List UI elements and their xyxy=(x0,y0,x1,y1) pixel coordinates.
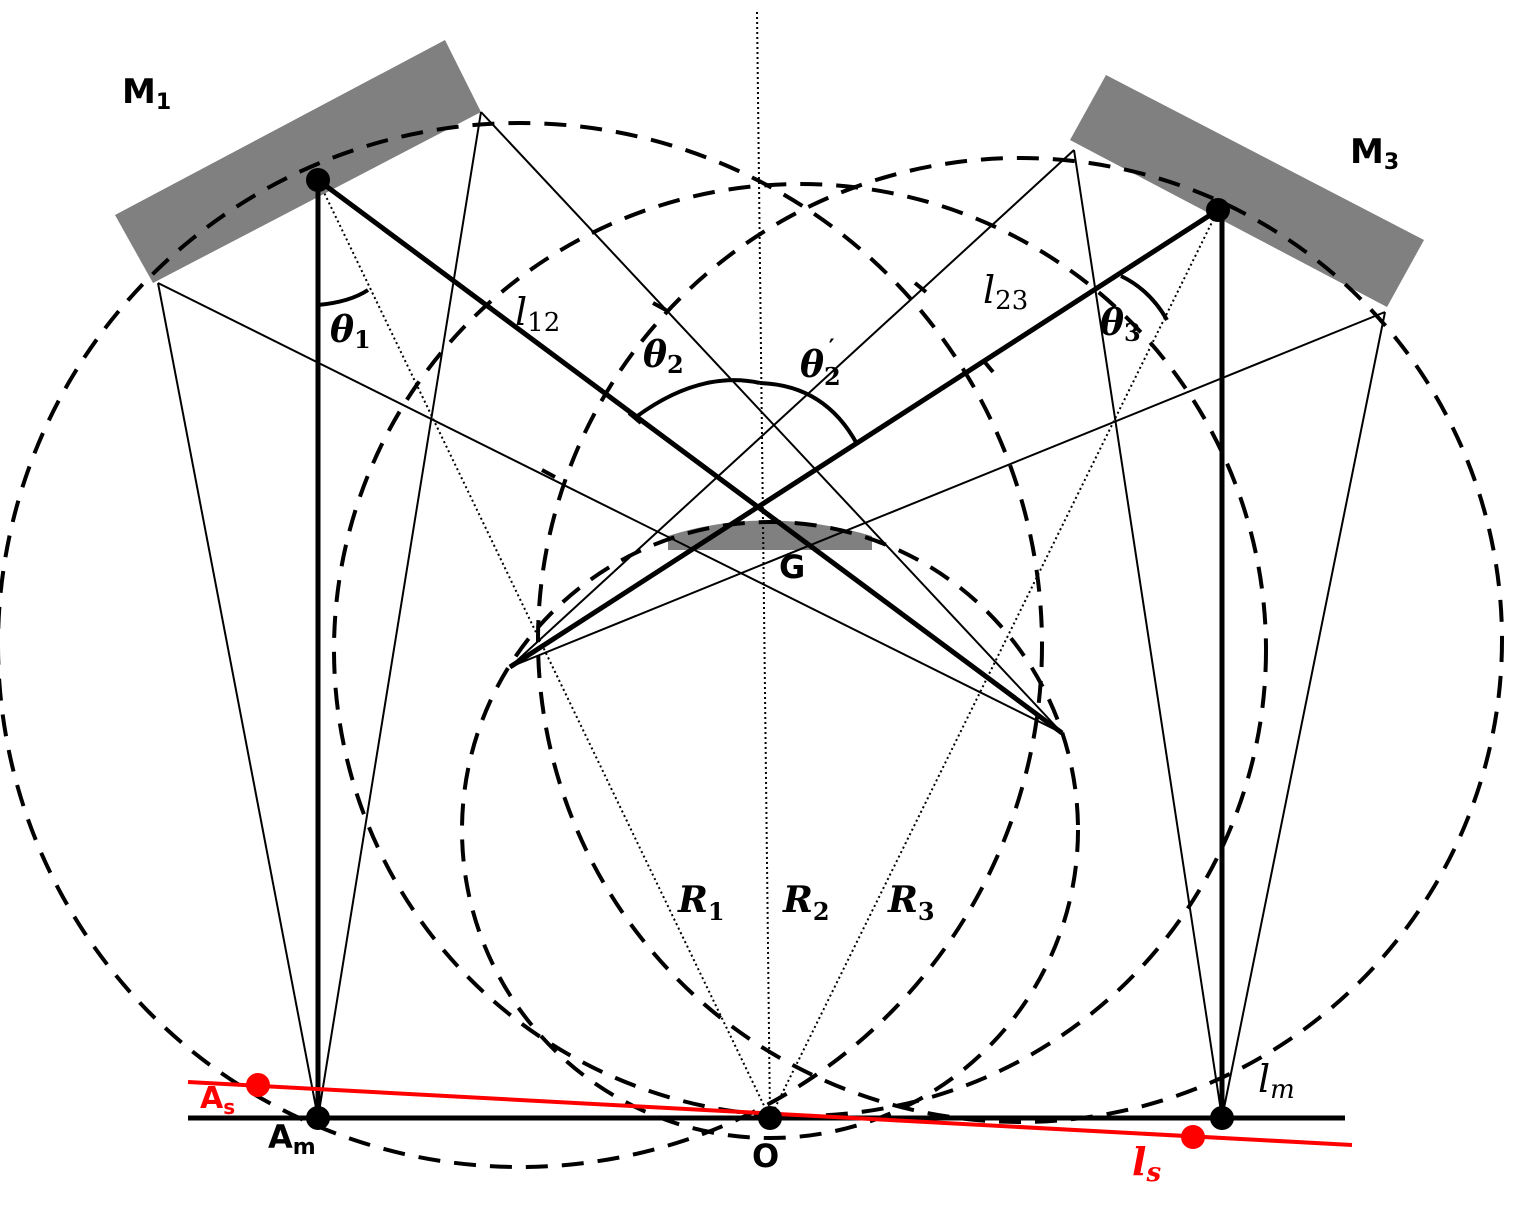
label-m3: M3 xyxy=(1350,132,1399,175)
label-as: As xyxy=(200,1081,235,1119)
mirror-m3 xyxy=(1070,75,1424,307)
label-theta3: θ3 xyxy=(1100,302,1141,347)
mirror-m1 xyxy=(115,40,481,283)
center-axis-line xyxy=(756,11,771,1119)
ray xyxy=(509,311,1386,668)
ray xyxy=(1073,149,1223,1119)
arc-theta3 xyxy=(1120,274,1169,321)
label-o: O xyxy=(752,1137,779,1175)
label-m1: M1 xyxy=(122,72,171,115)
label-theta1: θ1 xyxy=(330,309,371,354)
label-am: Am xyxy=(268,1118,316,1160)
label-ls: ls xyxy=(1132,1139,1161,1188)
line-l23 xyxy=(508,207,1220,670)
label-g: G xyxy=(779,548,805,586)
ray xyxy=(1221,311,1386,1119)
circle-large-left xyxy=(0,121,1044,1169)
tick-mark xyxy=(981,358,995,374)
ray xyxy=(480,111,1063,734)
label-r3: R3 xyxy=(887,879,935,926)
tick-mark xyxy=(541,468,556,479)
ray xyxy=(509,149,1075,668)
label-r1: R1 xyxy=(677,879,725,926)
point-am xyxy=(306,1106,330,1130)
radius-r3-line xyxy=(769,209,1219,1119)
circle-center-lower xyxy=(460,520,1080,1140)
arc-theta2-prime xyxy=(759,381,859,445)
point-right-base xyxy=(1210,1106,1234,1130)
label-theta2: θ2 xyxy=(643,334,684,379)
label-theta2-prime: θ2′ xyxy=(800,335,841,391)
point-m3 xyxy=(1206,198,1230,222)
line-l12 xyxy=(316,177,1064,736)
arc-theta2 xyxy=(634,378,761,419)
point-o xyxy=(758,1106,782,1130)
arc-theta1 xyxy=(317,288,370,307)
label-lm: lm xyxy=(1258,1057,1295,1105)
point-ls-red xyxy=(1181,1125,1205,1149)
ray xyxy=(157,282,1063,734)
point-as xyxy=(246,1073,270,1097)
tick-mark xyxy=(652,301,667,312)
radius-r1-line xyxy=(317,179,771,1119)
tick-mark xyxy=(913,281,928,294)
ray xyxy=(157,282,319,1119)
tick-mark xyxy=(627,411,643,425)
point-m1 xyxy=(306,168,330,192)
grating-g xyxy=(668,520,872,550)
label-r2: R2 xyxy=(782,879,830,926)
label-l23: l23 xyxy=(983,268,1028,316)
label-l12: l12 xyxy=(515,290,560,338)
